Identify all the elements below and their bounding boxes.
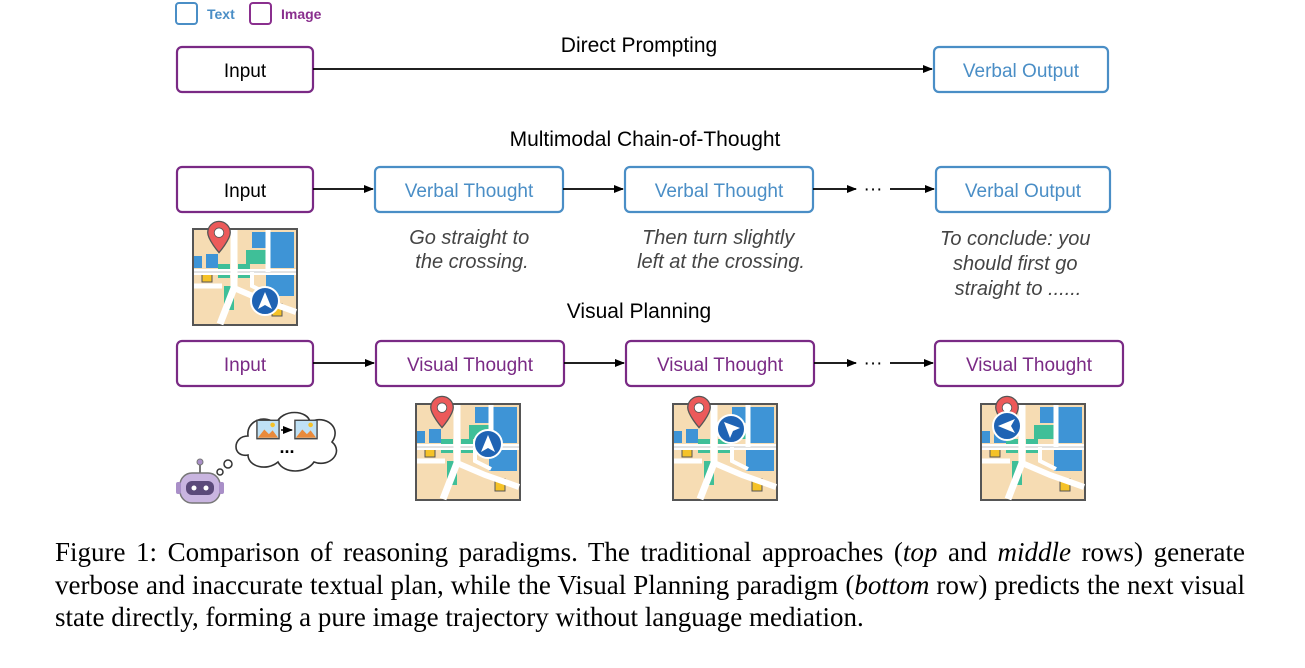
direct-output-label: Verbal Output bbox=[963, 61, 1080, 82]
paradigm-diagram: Text Image Direct Prompting Input Verbal… bbox=[175, 2, 1125, 504]
visual-input-label: Input bbox=[224, 355, 267, 376]
row-multimodal-cot: Multimodal Chain-of-Thought Input Verbal… bbox=[175, 128, 1112, 325]
navigation-arrow-icon bbox=[992, 411, 1022, 441]
visual-step1-label: Visual Thought bbox=[407, 355, 534, 376]
cot-step1-label: Verbal Thought bbox=[405, 181, 534, 202]
thought-bubble-icon: ... bbox=[216, 411, 338, 476]
visual-output-box bbox=[933, 339, 1125, 388]
caption-em-top: top bbox=[902, 537, 938, 567]
cot-note-1: Go straight to the crossing. bbox=[409, 227, 535, 273]
visual-ellipsis: ··· bbox=[864, 353, 883, 374]
cot-input-label: Input bbox=[224, 181, 267, 202]
row-direct-prompting: Direct Prompting Input Verbal Output bbox=[175, 34, 1110, 94]
row-title-direct: Direct Prompting bbox=[561, 34, 717, 57]
bubble-ellipsis: ... bbox=[279, 437, 294, 457]
legend-image-swatch bbox=[249, 2, 272, 25]
map-icon bbox=[193, 220, 297, 325]
caption-suffix: row) predicts the next visual state dire… bbox=[55, 569, 1245, 633]
map-icon bbox=[673, 395, 777, 500]
cot-ellipsis: ··· bbox=[864, 179, 883, 200]
navigation-arrow-icon bbox=[716, 414, 746, 444]
visual-output-label: Visual Thought bbox=[966, 355, 1093, 376]
picture-icon bbox=[294, 419, 318, 440]
caption-mid1: and bbox=[937, 537, 998, 567]
map-icon bbox=[981, 395, 1085, 500]
cot-step2-label: Verbal Thought bbox=[655, 181, 784, 202]
row-visual-planning: Visual Planning Input Visual Thought Vis… bbox=[175, 300, 1125, 504]
direct-output-box bbox=[932, 45, 1110, 94]
cot-output-box bbox=[934, 165, 1112, 214]
legend-text-label: Text bbox=[207, 6, 235, 22]
cot-note-2: Then turn slightly left at the crossing. bbox=[637, 227, 805, 273]
legend-text-swatch bbox=[175, 2, 198, 25]
picture-icon bbox=[256, 419, 280, 440]
visual-step2-label: Visual Thought bbox=[657, 355, 784, 376]
caption-mid2: rows) generate verbose and inaccurate te… bbox=[55, 537, 1246, 600]
row-title-visual: Visual Planning bbox=[567, 300, 711, 323]
map-icon bbox=[416, 395, 520, 500]
cot-note-3: To conclude: you should first go straigh… bbox=[940, 228, 1096, 300]
direct-input-label: Input bbox=[224, 61, 267, 82]
cot-output-label: Verbal Output bbox=[965, 181, 1082, 202]
figure-caption: Figure 1: Comparison of reasoning paradi… bbox=[55, 536, 1245, 634]
legend-image-label: Image bbox=[281, 6, 322, 22]
navigation-arrow-icon bbox=[250, 286, 280, 316]
caption-em-bottom: bottom bbox=[854, 569, 930, 600]
legend: Text Image bbox=[175, 2, 322, 25]
row-title-cot: Multimodal Chain-of-Thought bbox=[510, 128, 781, 151]
navigation-arrow-icon bbox=[473, 429, 503, 459]
caption-prefix: Figure 1: Comparison of reasoning paradi… bbox=[55, 537, 903, 567]
robot-icon bbox=[176, 458, 224, 504]
caption-em-middle: middle bbox=[997, 537, 1072, 567]
